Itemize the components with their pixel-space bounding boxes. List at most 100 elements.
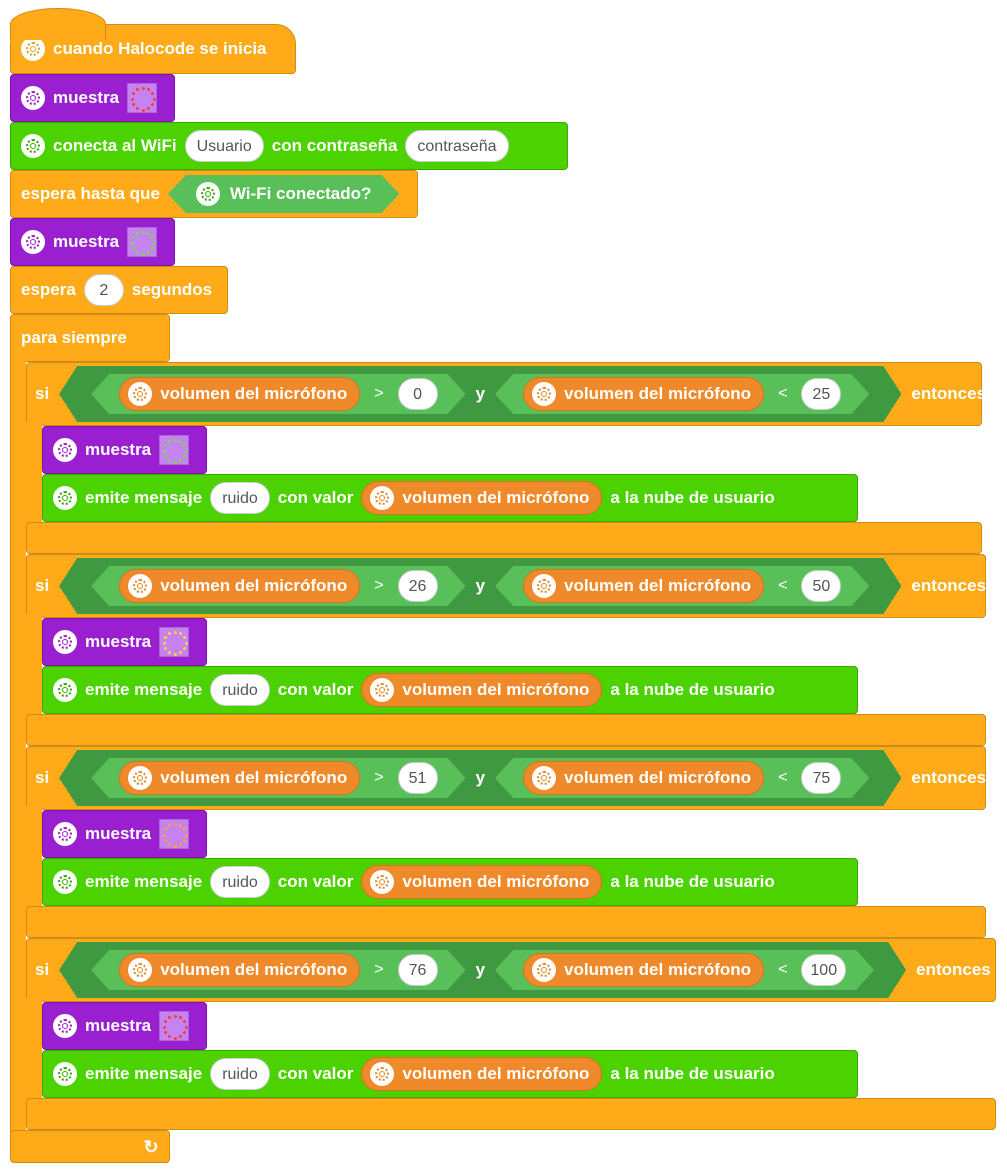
show-block[interactable]: muestra bbox=[42, 426, 207, 474]
led-ring-picker[interactable] bbox=[159, 819, 190, 849]
emit-cloud-message-block[interactable]: emite mensaje ruido con valor volumen de… bbox=[42, 858, 858, 906]
and-condition[interactable]: volumen del micrófono > 51 y volumen del… bbox=[59, 750, 901, 806]
cloud-label: a la nube de usuario bbox=[610, 680, 775, 699]
when-halocode-starts-hat[interactable]: cuando Halocode se inicia bbox=[10, 24, 296, 74]
halocode-icon bbox=[128, 958, 152, 982]
led-dot bbox=[164, 839, 168, 842]
show-block-1[interactable]: muestra bbox=[10, 74, 175, 122]
greater-than-condition[interactable]: volumen del micrófono > 0 bbox=[91, 374, 465, 414]
show-block[interactable]: muestra bbox=[42, 1002, 207, 1050]
lt-operator: < bbox=[778, 385, 788, 402]
ssid-input[interactable]: Usuario bbox=[184, 130, 264, 162]
led-dot bbox=[147, 231, 151, 235]
led-dot bbox=[162, 641, 166, 645]
less-than-condition[interactable]: volumen del micrófono < 100 bbox=[495, 950, 874, 990]
mic-volume-reporter[interactable]: volumen del micrófono bbox=[119, 377, 360, 411]
emit-cloud-message-block[interactable]: emite mensaje ruido con valor volumen de… bbox=[42, 666, 858, 714]
led-ring-picker[interactable] bbox=[127, 83, 158, 113]
wait-until-block[interactable]: espera hasta que Wi-Fi conectado? bbox=[10, 170, 418, 218]
message-input[interactable]: ruido bbox=[210, 482, 270, 514]
mic-volume-label: volumen del micrófono bbox=[402, 1064, 590, 1083]
mic-volume-reporter[interactable]: volumen del micrófono bbox=[361, 673, 603, 707]
and-condition[interactable]: volumen del micrófono > 0 y volumen del … bbox=[59, 366, 901, 422]
greater-than-condition[interactable]: volumen del micrófono > 51 bbox=[91, 758, 465, 798]
forever-block[interactable]: para siempre bbox=[10, 314, 170, 362]
mic-volume-reporter[interactable]: volumen del micrófono bbox=[523, 377, 764, 411]
led-dot bbox=[183, 839, 187, 842]
mic-volume-reporter[interactable]: volumen del micrófono bbox=[361, 1057, 603, 1091]
led-dot bbox=[147, 251, 151, 255]
mic-volume-reporter[interactable]: volumen del micrófono bbox=[119, 953, 360, 987]
halocode-icon bbox=[21, 230, 45, 254]
connect-wifi-block[interactable]: conecta al WiFi Usuario con contraseña c… bbox=[10, 122, 568, 170]
led-dot bbox=[173, 822, 177, 826]
emit-cloud-message-block[interactable]: emite mensaje ruido con valor volumen de… bbox=[42, 474, 858, 522]
threshold-high-input[interactable]: 25 bbox=[801, 378, 841, 410]
if-block[interactable]: si volumen del micrófono > 26 y volumen … bbox=[26, 554, 986, 618]
wait-label: espera bbox=[21, 280, 76, 299]
if-block[interactable]: si volumen del micrófono > 0 y volumen d… bbox=[26, 362, 986, 426]
led-dot bbox=[162, 833, 166, 837]
threshold-low-input[interactable]: 76 bbox=[398, 954, 438, 986]
led-dot bbox=[183, 828, 187, 831]
led-dot bbox=[183, 647, 187, 650]
show-block[interactable]: muestra bbox=[42, 618, 207, 666]
less-than-condition[interactable]: volumen del micrófono < 50 bbox=[495, 566, 869, 606]
led-ring-picker[interactable] bbox=[159, 1011, 190, 1041]
hat-label: cuando Halocode se inicia bbox=[53, 39, 267, 58]
wifi-connected-condition[interactable]: Wi-Fi conectado? bbox=[168, 175, 400, 213]
threshold-high-input[interactable]: 100 bbox=[801, 954, 846, 986]
show-label: muestra bbox=[53, 88, 120, 107]
if-footer bbox=[26, 906, 986, 938]
led-ring-picker[interactable] bbox=[159, 627, 190, 657]
led-dot bbox=[183, 1020, 187, 1023]
and-condition[interactable]: volumen del micrófono > 76 y volumen del… bbox=[59, 942, 906, 998]
emit-cloud-message-block[interactable]: emite mensaje ruido con valor volumen de… bbox=[42, 1050, 858, 1098]
led-dot bbox=[179, 631, 183, 635]
gt-operator: > bbox=[374, 577, 384, 594]
message-input[interactable]: ruido bbox=[210, 866, 270, 898]
led-ring-picker[interactable] bbox=[159, 435, 190, 465]
threshold-high-input[interactable]: 50 bbox=[801, 570, 841, 602]
halocode-icon bbox=[532, 382, 556, 406]
forever-side bbox=[10, 356, 26, 1136]
led-dot bbox=[147, 107, 151, 111]
threshold-low-input[interactable]: 0 bbox=[398, 378, 438, 410]
and-condition[interactable]: volumen del micrófono > 26 y volumen del… bbox=[59, 558, 901, 614]
halocode-icon bbox=[532, 574, 556, 598]
less-than-condition[interactable]: volumen del micrófono < 75 bbox=[495, 758, 869, 798]
less-than-condition[interactable]: volumen del micrófono < 25 bbox=[495, 374, 869, 414]
mic-volume-reporter[interactable]: volumen del micrófono bbox=[119, 761, 360, 795]
led-dot bbox=[183, 636, 187, 639]
led-dot bbox=[164, 1031, 168, 1034]
mic-volume-label: volumen del micrófono bbox=[160, 768, 348, 787]
if-block[interactable]: si volumen del micrófono > 76 y volumen … bbox=[26, 938, 996, 1002]
then-label: entonces bbox=[911, 768, 987, 787]
wait-seconds-block[interactable]: espera 2 segundos bbox=[10, 266, 228, 314]
mic-volume-reporter[interactable]: volumen del micrófono bbox=[523, 761, 764, 795]
show-block-2[interactable]: muestra bbox=[10, 218, 175, 266]
led-dot bbox=[168, 1035, 172, 1039]
show-block[interactable]: muestra bbox=[42, 810, 207, 858]
threshold-high-input[interactable]: 75 bbox=[801, 762, 841, 794]
mic-volume-reporter[interactable]: volumen del micrófono bbox=[523, 953, 764, 987]
led-ring-picker[interactable] bbox=[127, 227, 158, 257]
mic-volume-reporter[interactable]: volumen del micrófono bbox=[119, 569, 360, 603]
loop-arrow-icon: ↻ bbox=[143, 1137, 159, 1157]
mic-volume-reporter[interactable]: volumen del micrófono bbox=[523, 569, 764, 603]
seconds-input[interactable]: 2 bbox=[83, 274, 124, 306]
threshold-low-input[interactable]: 26 bbox=[398, 570, 438, 602]
greater-than-condition[interactable]: volumen del micrófono > 76 bbox=[91, 950, 465, 990]
message-input[interactable]: ruido bbox=[210, 1058, 270, 1090]
if-footer bbox=[26, 1098, 996, 1130]
threshold-low-input[interactable]: 51 bbox=[398, 762, 438, 794]
led-dot bbox=[136, 87, 140, 91]
gt-operator: > bbox=[374, 961, 384, 978]
mic-volume-reporter[interactable]: volumen del micrófono bbox=[361, 865, 603, 899]
greater-than-condition[interactable]: volumen del micrófono > 26 bbox=[91, 566, 465, 606]
if-footer bbox=[26, 714, 986, 746]
mic-volume-reporter[interactable]: volumen del micrófono bbox=[361, 481, 603, 515]
message-input[interactable]: ruido bbox=[210, 674, 270, 706]
if-block[interactable]: si volumen del micrófono > 51 y volumen … bbox=[26, 746, 986, 810]
password-input[interactable]: contraseña bbox=[405, 130, 509, 162]
